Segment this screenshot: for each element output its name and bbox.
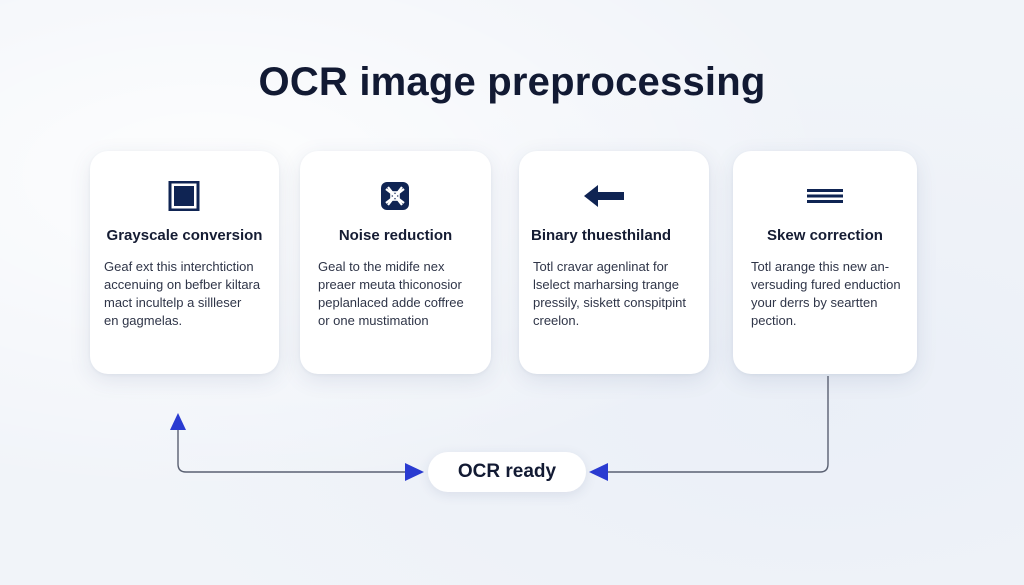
step-description: Geal to the midife nex preaer meuta thic… xyxy=(318,259,464,328)
arrow-left-icon xyxy=(584,185,624,207)
step-description: Geaf ext this interchtiction accenuing o… xyxy=(104,259,261,328)
step-title: Binary thuesthiland xyxy=(531,227,672,244)
arrow-left-icon xyxy=(589,463,608,481)
arrow-right-icon xyxy=(405,463,424,481)
step-card-binary: Binary thuesthiland Totl cravar agenlina… xyxy=(519,151,709,374)
connector-line-right xyxy=(606,376,829,473)
square-icon xyxy=(168,181,200,211)
step-title: Grayscale conversion xyxy=(106,227,263,244)
step-title: Noise reduction xyxy=(338,227,453,244)
step-card-skew: Skew correction Totl arange this new an-… xyxy=(733,151,917,374)
step-description: Totl arange this new an- versuding fured… xyxy=(751,259,901,328)
arrow-up-icon xyxy=(170,413,186,430)
step-card-grayscale: Grayscale conversion Geaf ext this inter… xyxy=(90,151,279,374)
connector-line-left xyxy=(177,428,406,473)
page-title: OCR image preprocessing xyxy=(258,60,766,104)
step-card-noise: Noise reduction Geal to the midife nex p… xyxy=(300,151,491,374)
lines-icon xyxy=(807,189,843,203)
step-description: Totl cravar agenlinat for lselect marhar… xyxy=(533,259,686,328)
step-title: Skew correction xyxy=(767,227,883,244)
noise-pattern-icon xyxy=(381,182,409,210)
ocr-ready-badge: OCR ready xyxy=(428,452,586,492)
